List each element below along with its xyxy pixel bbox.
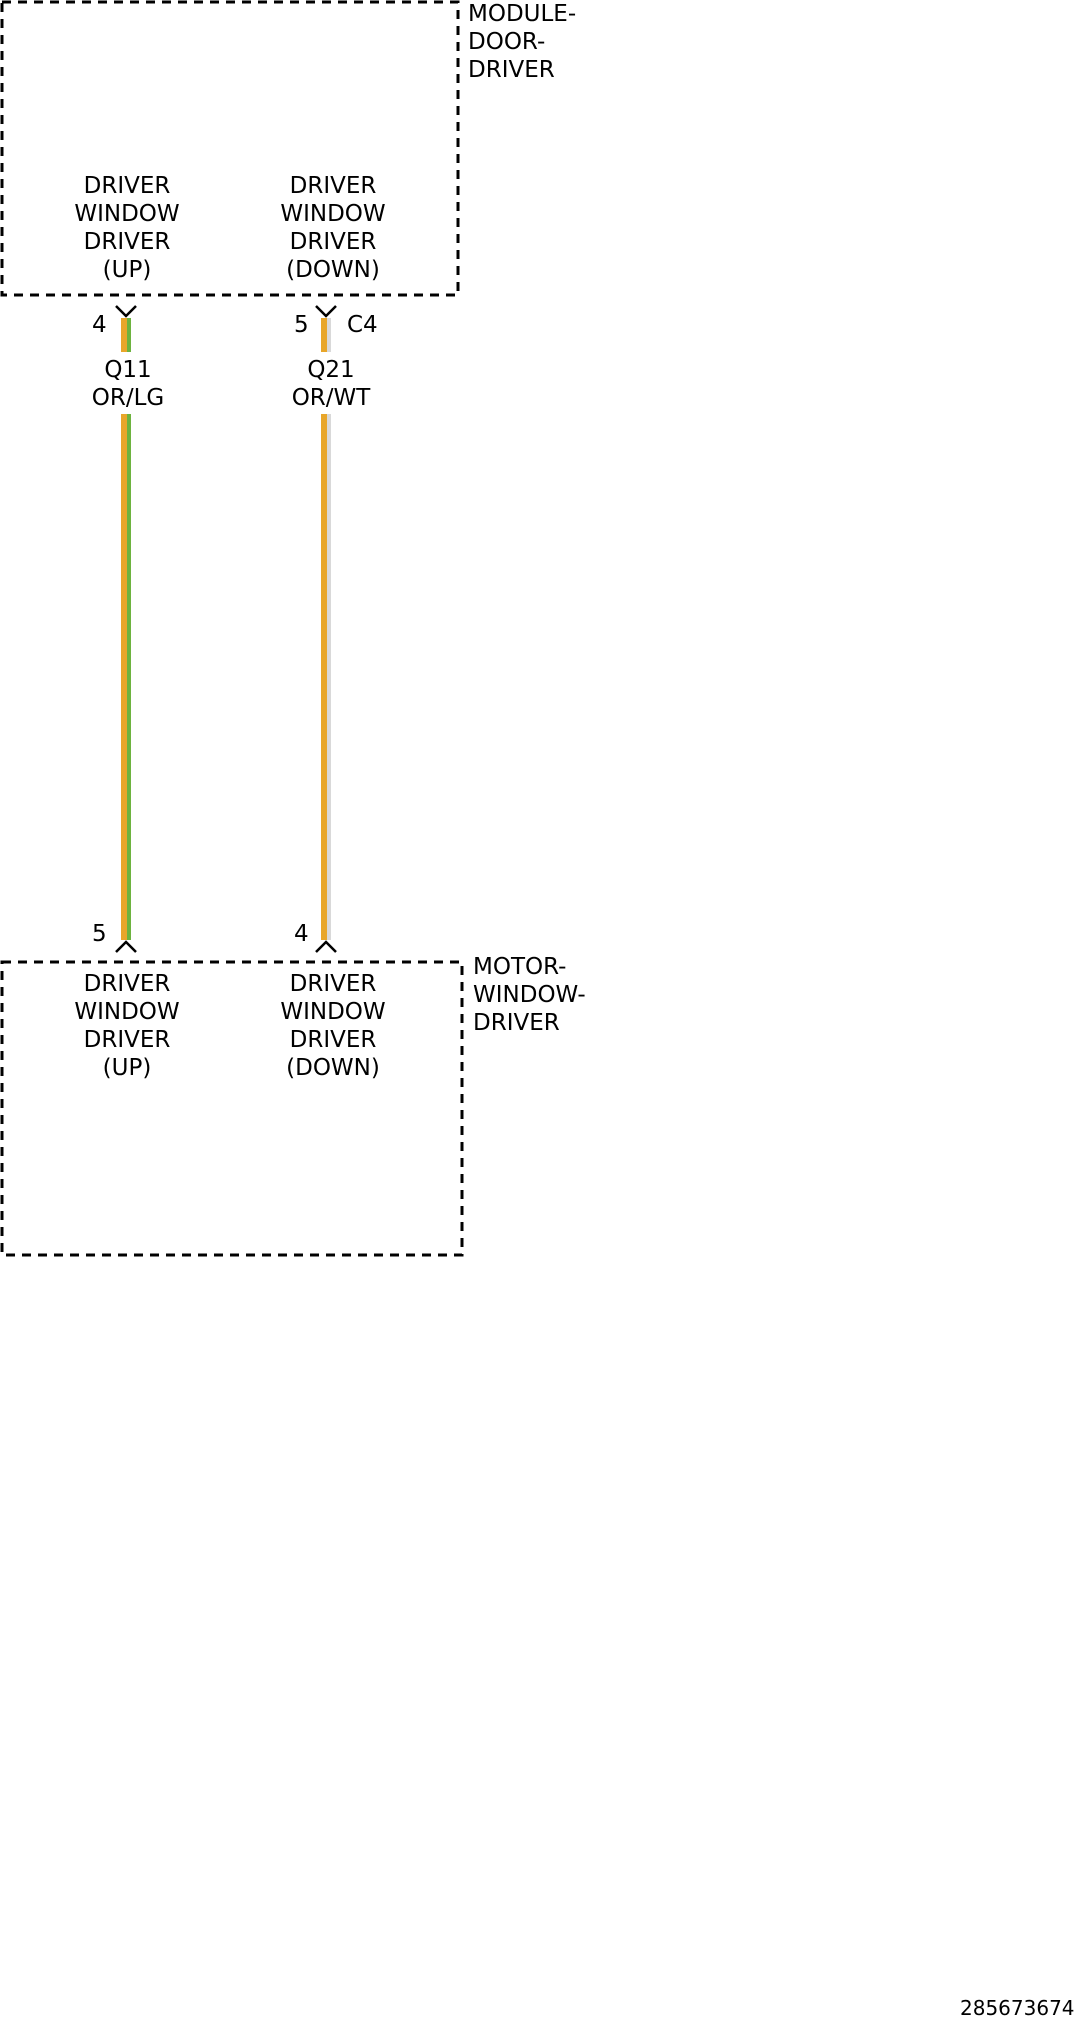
- connector-chevron-top-down: [315, 305, 337, 318]
- wire-q11-run-base: [121, 414, 127, 940]
- wire-q21-run-base: [321, 414, 327, 940]
- wire-q11-stub-stripe: [127, 318, 131, 352]
- wire-q11-run-stripe: [127, 414, 131, 940]
- top-pin-up-number: 4: [92, 312, 107, 338]
- wire-q21-stub-base: [321, 318, 327, 352]
- wire-q21: [321, 318, 331, 940]
- bottom-pin-down-label: DRIVER WINDOW DRIVER (DOWN): [280, 971, 386, 1081]
- module-door-driver-name: MODULE- DOOR- DRIVER: [468, 1, 577, 83]
- bottom-pin-up-label: DRIVER WINDOW DRIVER (UP): [74, 971, 180, 1081]
- wire-q21-run-stripe: [327, 414, 331, 940]
- wire-q11: [121, 318, 131, 940]
- wire-q11-circuit: Q11: [104, 357, 152, 383]
- top-pin-down-number: 5: [294, 312, 309, 338]
- wire-q21-stub-stripe: [327, 318, 331, 352]
- wire-q11-color-code: OR/LG: [91, 385, 165, 411]
- top-pin-down-label: DRIVER WINDOW DRIVER (DOWN): [280, 173, 386, 283]
- connector-chevron-bottom-up: [115, 940, 137, 953]
- motor-window-driver-name: MOTOR- WINDOW- DRIVER: [473, 954, 586, 1036]
- diagram-id: 285673674: [960, 1996, 1075, 2020]
- top-pin-up-label: DRIVER WINDOW DRIVER (UP): [74, 173, 180, 283]
- wire-q21-color-code: OR/WT: [291, 385, 371, 411]
- bottom-pin-up-number: 5: [92, 921, 107, 947]
- connector-chevron-top-up: [115, 305, 137, 318]
- wire-q11-stub-base: [121, 318, 127, 352]
- connector-chevron-bottom-down: [315, 940, 337, 953]
- wire-q21-circuit: Q21: [307, 357, 355, 383]
- bottom-pin-down-number: 4: [294, 921, 309, 947]
- connector-id: C4: [347, 312, 378, 338]
- motor-window-driver-box: [0, 960, 464, 1257]
- module-door-driver-box: [0, 0, 460, 297]
